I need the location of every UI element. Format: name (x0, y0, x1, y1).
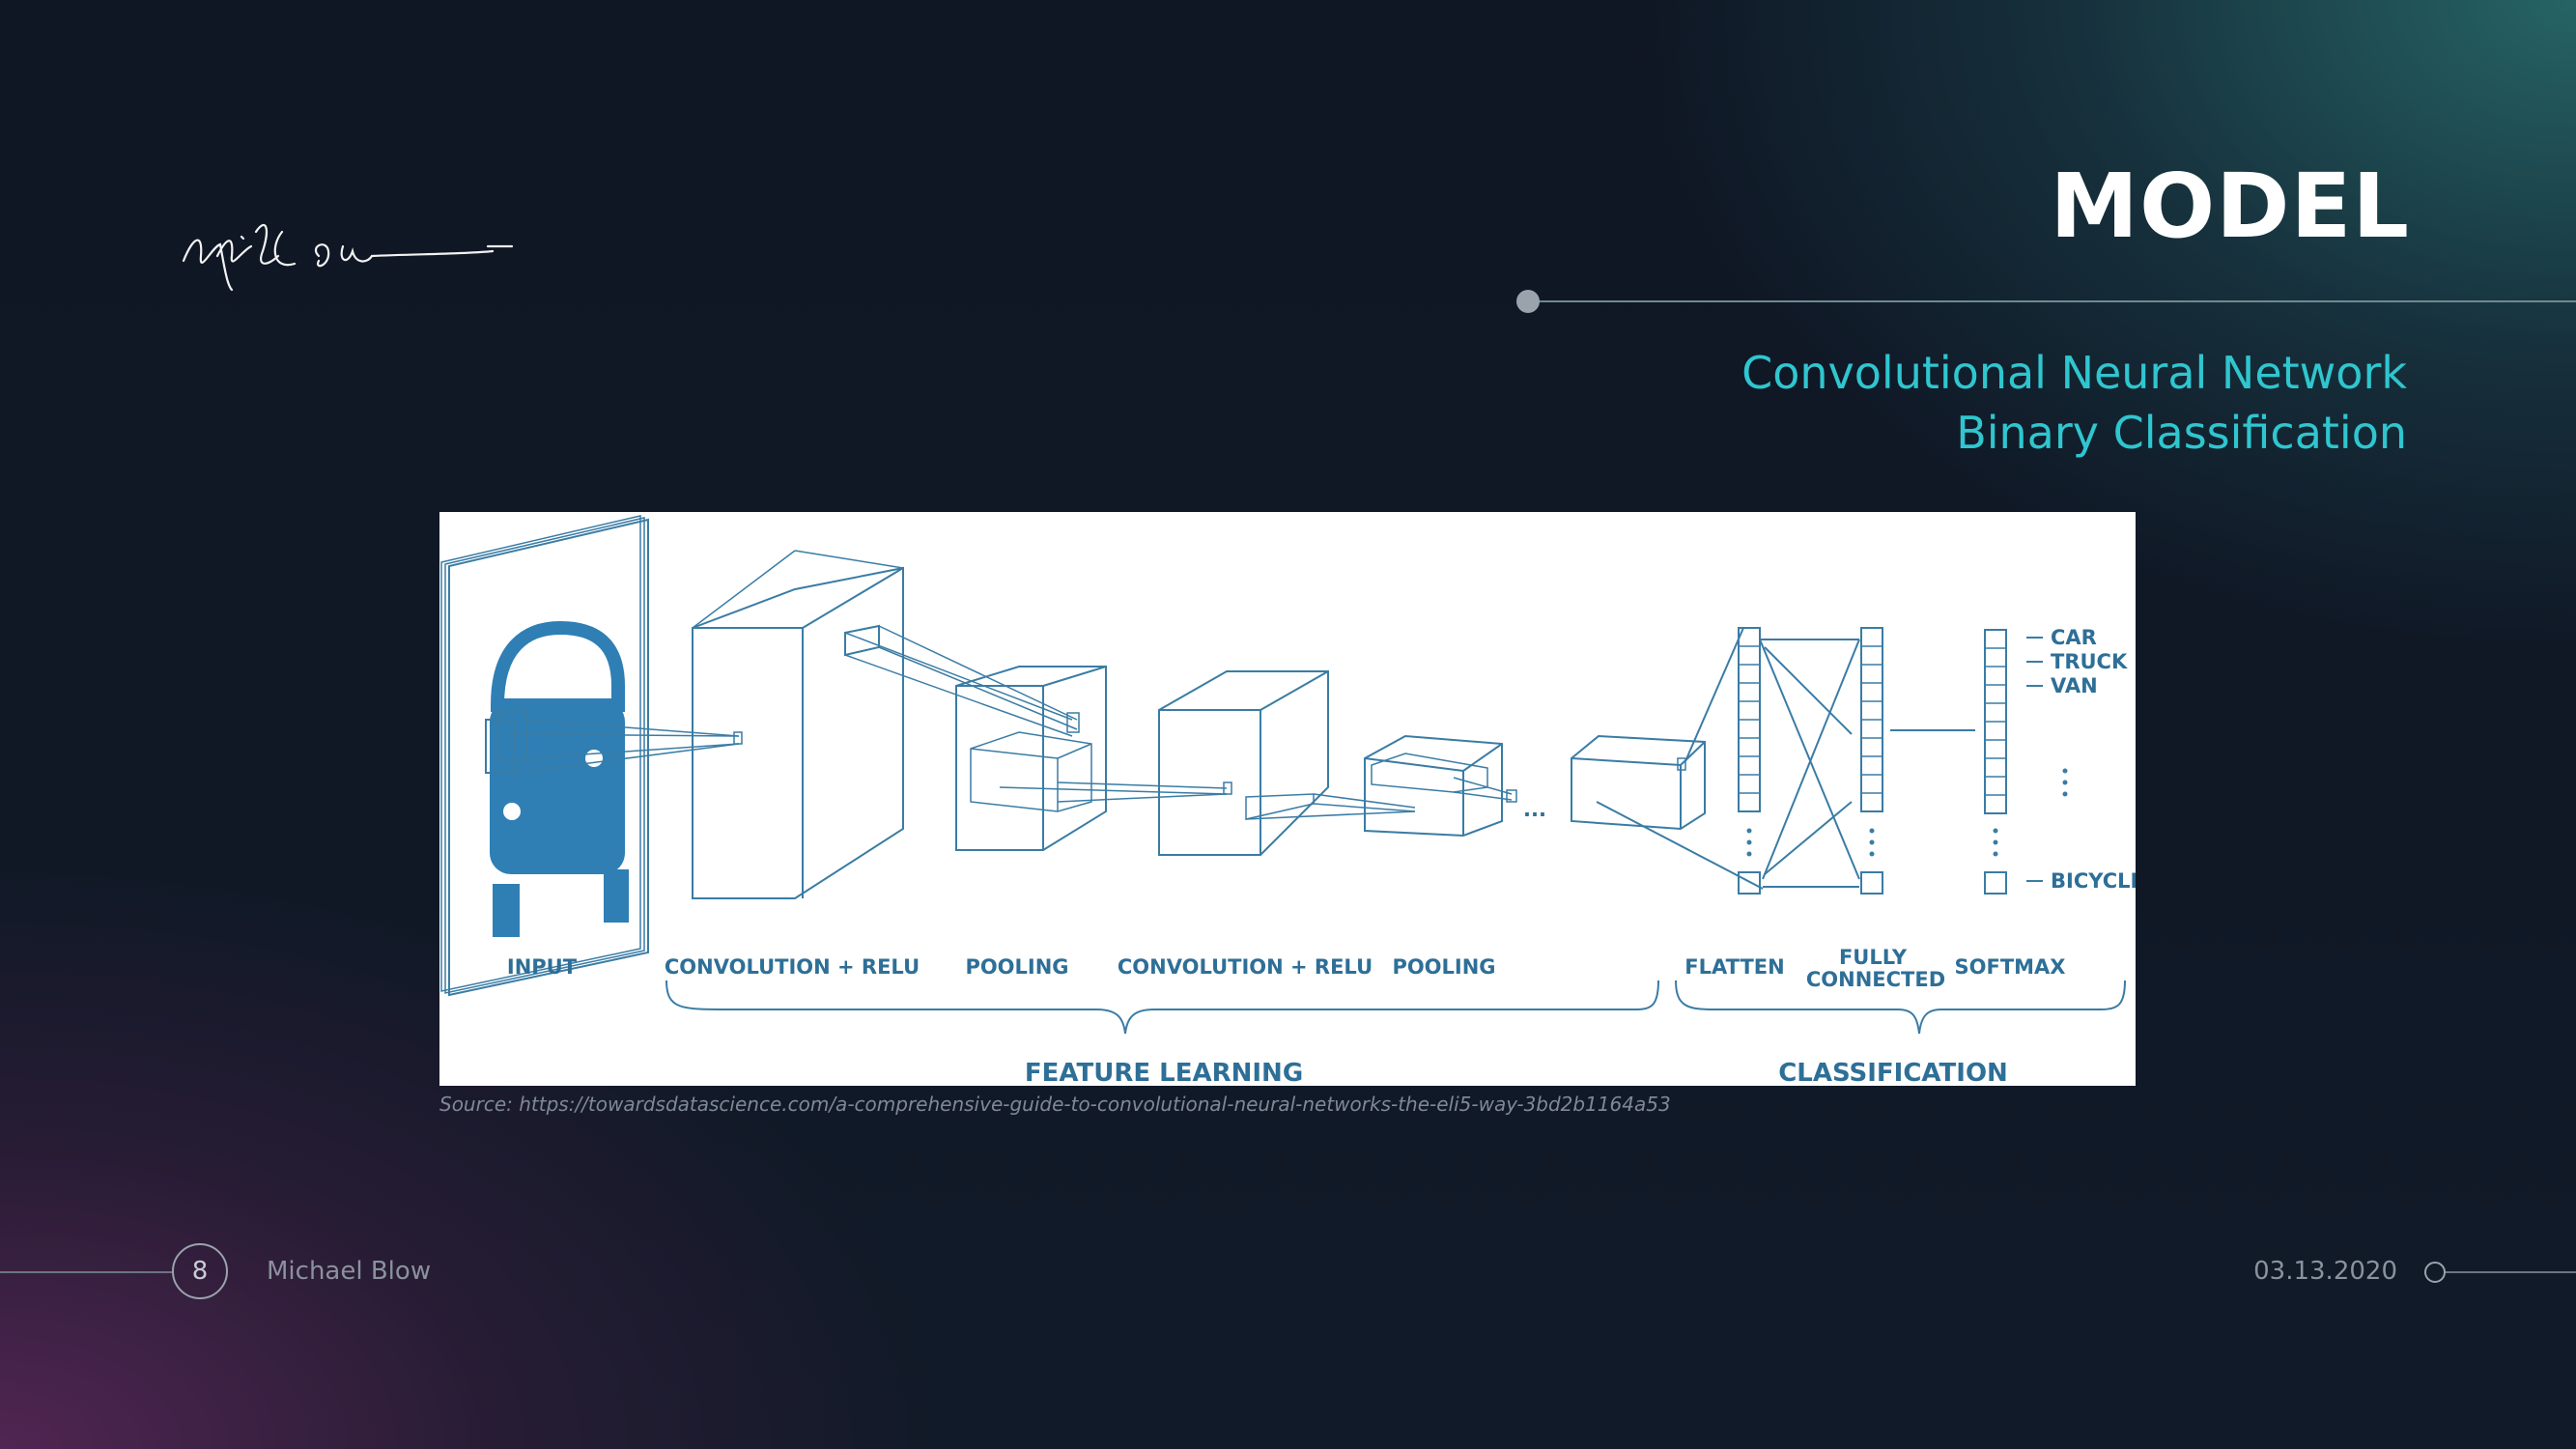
subtitle-line-2: Binary Classification (1956, 407, 2407, 459)
classification-brace (1675, 980, 2126, 1035)
title-divider-dot (1516, 290, 1540, 313)
slide-subtitle: Convolutional Neural Network Binary Clas… (1741, 343, 2407, 463)
stage-label-pool2: POOLING (1392, 955, 1495, 979)
stage-label-pool1: POOLING (965, 955, 1068, 979)
softmax-column (1984, 629, 2007, 895)
stage-label-softmax: SOFTMAX (1955, 955, 2066, 979)
title-divider (1528, 300, 2576, 302)
class-label-truck: TRUCK (2051, 650, 2128, 673)
stage-label-flatten: FLATTEN (1684, 955, 1784, 979)
page-number-badge: 8 (172, 1243, 228, 1299)
subtitle-line-1: Convolutional Neural Network (1741, 347, 2407, 399)
car-icon (490, 620, 629, 937)
stage-label-fc-line2: CONNECTED (1806, 968, 1945, 991)
group-label-classification: CLASSIFICATION (1778, 1059, 2008, 1086)
slide-title: MODEL (2050, 155, 2410, 258)
source-caption: Source: https://towardsdatascience.com/a… (439, 1093, 1671, 1116)
stage-label-conv2: CONVOLUTION + RELU (1118, 955, 1373, 979)
fully-connected-column (1860, 627, 1883, 895)
stage-label-input: INPUT (507, 955, 578, 979)
footer-ring-icon (2424, 1262, 2446, 1283)
footer-rule-left (0, 1271, 172, 1273)
input-image-stack (440, 515, 649, 997)
flatten-column (1738, 627, 1761, 895)
pool1-volume (955, 666, 1228, 851)
final-feature-volume (1571, 627, 1764, 890)
class-labels: CAR TRUCK VAN BICYCLE (2026, 626, 2136, 893)
footer-author: Michael Blow (267, 1257, 432, 1286)
class-label-car: CAR (2051, 626, 2097, 649)
layers-ellipsis: ... (1523, 798, 1546, 821)
stage-label-fc-line1: FULLY (1839, 946, 1908, 969)
footer-date: 03.13.2020 (2253, 1257, 2397, 1286)
pool2-volume (1364, 734, 1517, 838)
input-receptive-field (485, 709, 743, 774)
stage-label-conv1: CONVOLUTION + RELU (665, 955, 920, 979)
signature-image (182, 224, 514, 292)
class-label-bicycle: BICYCLE (2051, 869, 2136, 893)
page-number: 8 (191, 1257, 209, 1286)
feature-learning-brace (665, 980, 1659, 1035)
footer-rule-right (2446, 1271, 2576, 1273)
cnn-diagram: ... (439, 512, 2136, 1086)
group-label-feature-learning: FEATURE LEARNING (1025, 1059, 1303, 1086)
dense-connections (1759, 639, 1860, 888)
conv1-volume (692, 550, 904, 899)
class-label-van: VAN (2051, 674, 2098, 697)
